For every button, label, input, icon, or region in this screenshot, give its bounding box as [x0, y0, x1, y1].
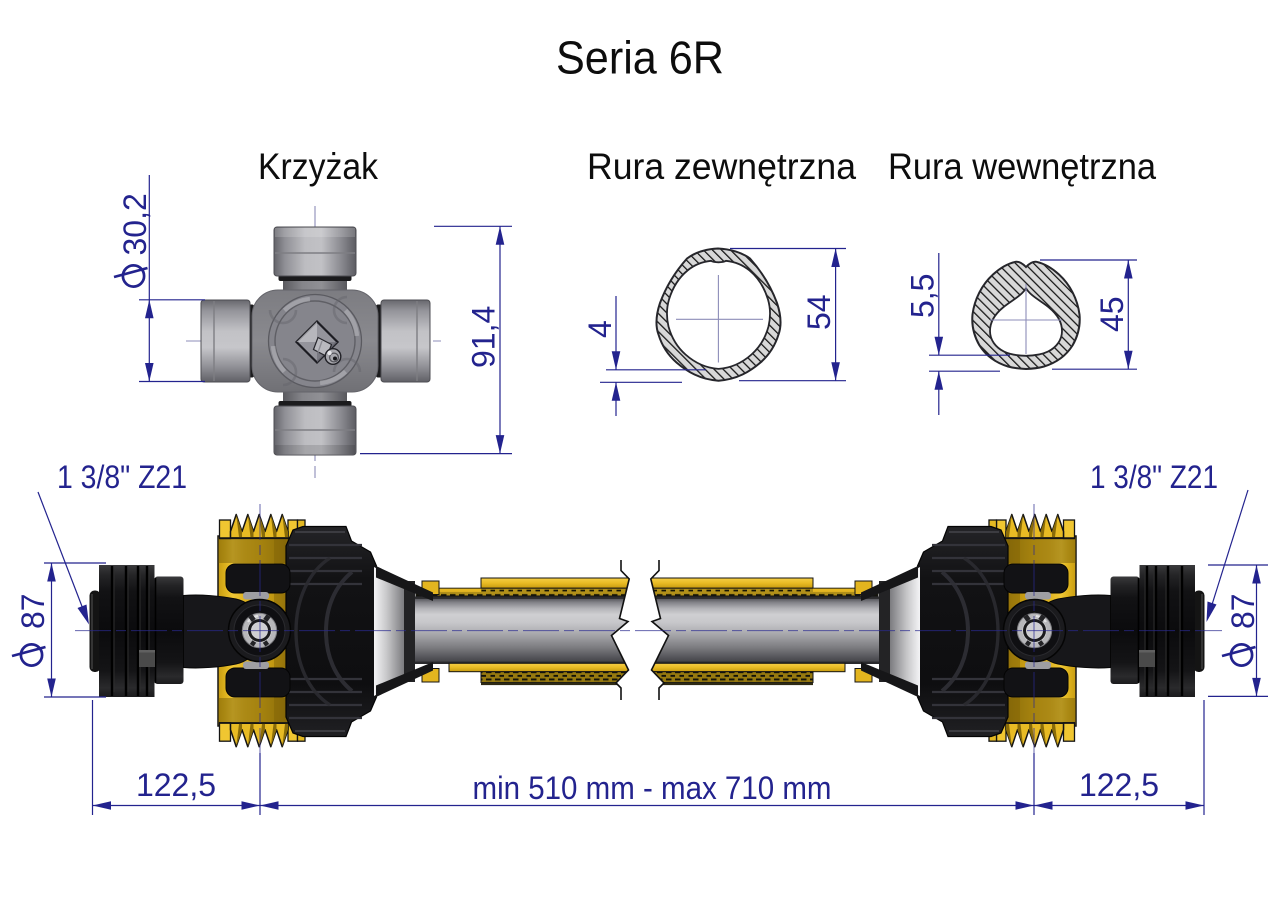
svg-text:Rura wewnętrzna: Rura wewnętrzna [888, 145, 1156, 187]
svg-text:1 3/8" Z21: 1 3/8" Z21 [1090, 459, 1218, 495]
svg-text:91,4: 91,4 [466, 306, 502, 368]
svg-text:Seria 6R: Seria 6R [556, 32, 724, 84]
svg-text:122,5: 122,5 [136, 767, 216, 803]
svg-text:4: 4 [582, 320, 618, 338]
svg-text:min 510 mm - max 710 mm: min 510 mm - max 710 mm [473, 770, 832, 806]
svg-text:Krzyżak: Krzyżak [258, 145, 378, 187]
svg-text:1 3/8" Z21: 1 3/8" Z21 [57, 459, 187, 495]
svg-text:Rura zewnętrzna: Rura zewnętrzna [587, 145, 856, 187]
svg-text:54: 54 [801, 294, 837, 330]
svg-text:87: 87 [15, 593, 51, 629]
svg-text:87: 87 [1225, 593, 1261, 629]
svg-text:30,2: 30,2 [117, 193, 153, 255]
svg-text:122,5: 122,5 [1079, 767, 1159, 803]
svg-text:5,5: 5,5 [905, 274, 941, 318]
svg-text:45: 45 [1094, 296, 1130, 332]
